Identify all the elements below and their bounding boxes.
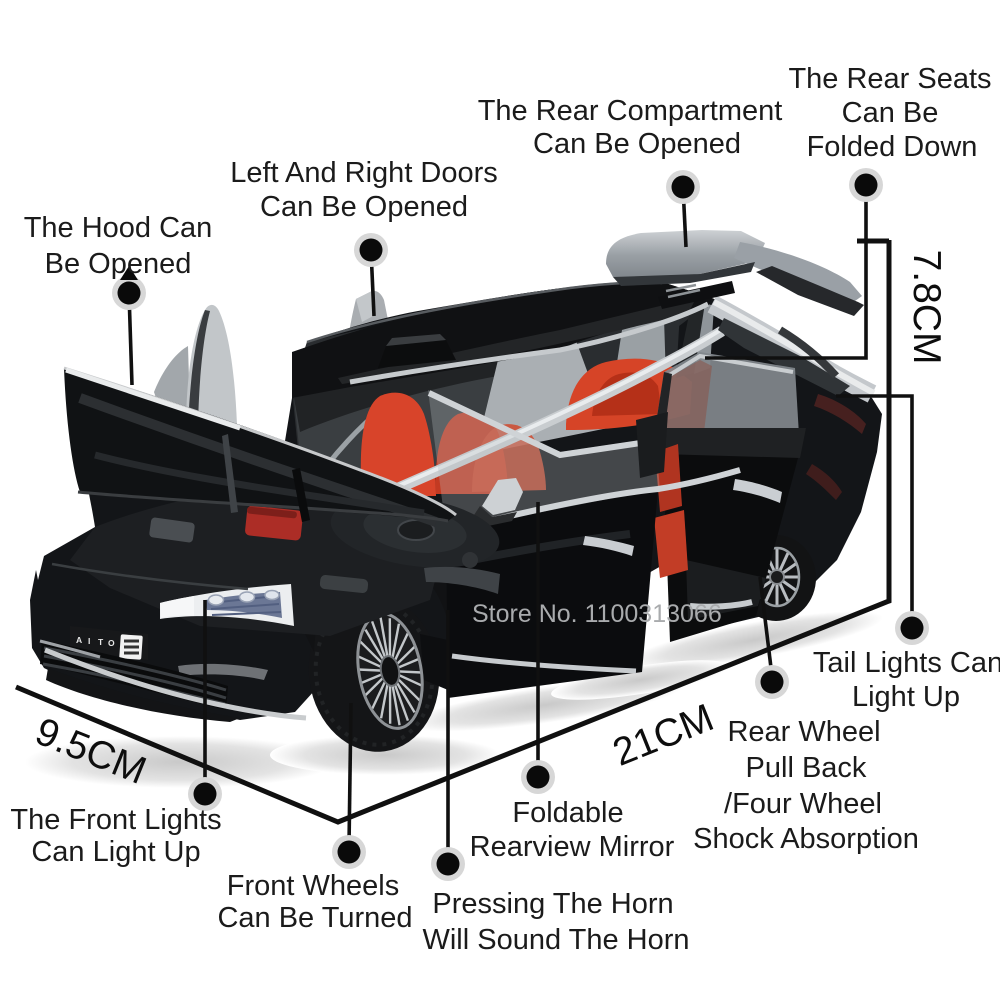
svg-text:Store No. 1100313066: Store No. 1100313066 xyxy=(472,600,722,628)
svg-text:7.8CM: 7.8CM xyxy=(905,250,948,365)
svg-text:Front Wheels: Front Wheels xyxy=(227,870,399,902)
svg-text:Be Opened: Be Opened xyxy=(45,248,192,280)
svg-text:Tail Lights Can: Tail Lights Can xyxy=(813,647,1000,679)
svg-text:Pressing The Horn: Pressing The Horn xyxy=(432,888,673,920)
svg-text:Light Up: Light Up xyxy=(852,681,960,713)
svg-text:Left And Right Doors: Left And Right Doors xyxy=(230,157,498,189)
svg-text:Can Be Turned: Can Be Turned xyxy=(217,902,412,934)
svg-text:The Front Lights: The Front Lights xyxy=(10,804,221,836)
svg-text:Can Be Opened: Can Be Opened xyxy=(533,128,741,160)
svg-text:Can Light Up: Can Light Up xyxy=(31,836,200,868)
svg-text:Folded Down: Folded Down xyxy=(807,131,978,163)
svg-text:T: T xyxy=(98,637,104,647)
svg-text:O: O xyxy=(108,638,115,648)
svg-text:Rear Wheel: Rear Wheel xyxy=(727,716,880,748)
svg-text:I: I xyxy=(88,636,90,646)
svg-text:Shock Absorption: Shock Absorption xyxy=(693,823,919,855)
svg-text:Foldable: Foldable xyxy=(512,797,623,829)
svg-text:A: A xyxy=(76,635,82,645)
svg-text:/Four Wheel: /Four Wheel xyxy=(724,788,882,820)
svg-text:The Rear Compartment: The Rear Compartment xyxy=(478,95,783,127)
svg-text:Rearview Mirror: Rearview Mirror xyxy=(470,831,675,863)
svg-text:Can Be: Can Be xyxy=(842,97,939,129)
svg-text:Will Sound The Horn: Will Sound The Horn xyxy=(422,924,689,956)
svg-text:Can Be Opened: Can Be Opened xyxy=(260,191,468,223)
svg-text:The Hood Can: The Hood Can xyxy=(24,212,213,244)
svg-text:The Rear Seats: The Rear Seats xyxy=(788,63,991,95)
svg-text:Pull Back: Pull Back xyxy=(746,752,867,784)
